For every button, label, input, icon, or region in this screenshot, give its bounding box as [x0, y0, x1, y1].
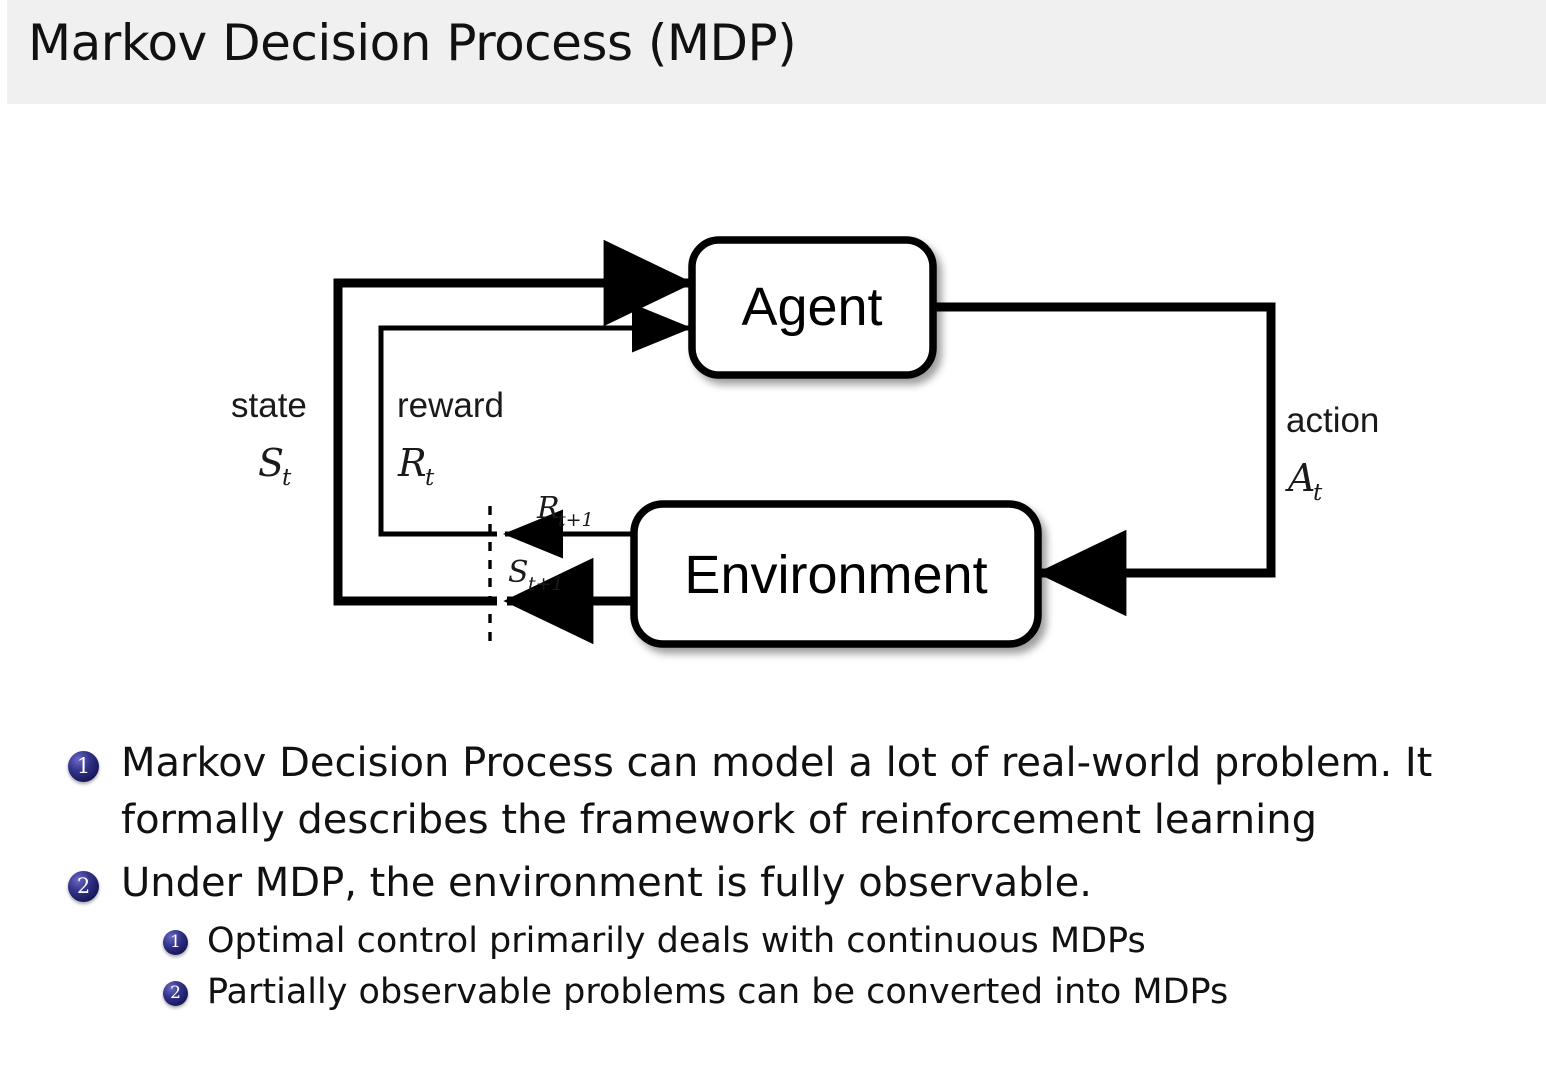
bullet-1-text: Markov Decision Process can model a lot …: [121, 735, 1432, 849]
action-subscript-label: t: [1313, 480, 1323, 506]
sub-bullet-marker-1-icon: 1: [163, 930, 188, 956]
next-reward-symbol-label: R: [536, 491, 560, 526]
bullet-1-line-1: Markov Decision Process can model a lot …: [121, 740, 1433, 786]
sub-bullet-1-text: Optimal control primarily deals with con…: [207, 921, 1146, 962]
bullet-marker-2-icon: 2: [68, 870, 99, 902]
next-state-label-group: S t+1: [508, 555, 564, 595]
list-item: 2 Under MDP, the environment is fully ob…: [68, 855, 1546, 912]
page-title: Markov Decision Process (MDP): [28, 14, 797, 72]
list-item: 1 Markov Decision Process can model a lo…: [68, 735, 1546, 849]
sub-bullet-2-text: Partially observable problems can be con…: [207, 972, 1229, 1013]
state-rail-line: [333, 239, 694, 606]
bullet-2-text: Under MDP, the environment is fully obse…: [121, 859, 1092, 906]
list-item: 2 Partially observable problems can be c…: [163, 968, 1546, 1017]
reward-rail-line: [378, 303, 692, 537]
next-reward-label-group: R t+1: [536, 491, 594, 531]
agent-box: [688, 236, 937, 379]
state-subscript-label: t: [282, 465, 292, 491]
action-label-group: action A t: [1285, 401, 1379, 506]
environment-label: Environment: [684, 545, 987, 605]
reward-label-group: reward R t: [397, 386, 504, 491]
action-word-label: action: [1286, 401, 1379, 440]
mdp-agent-environment-diagram: Agent Environment state S t reward R t a…: [0, 110, 1546, 690]
next-state-subscript-label: t+1: [528, 573, 564, 595]
next-state-symbol-label: S: [508, 555, 529, 590]
agent-label: Agent: [741, 277, 882, 337]
list-item: 1 Optimal control primarily deals with c…: [163, 917, 1546, 966]
reward-feedback-path: [378, 303, 692, 537]
agent-node: Agent: [688, 236, 937, 379]
reward-subscript-label: t: [425, 465, 435, 491]
environment-node: Environment: [630, 500, 1042, 648]
bullet-1-line-2: formally describes the framework of rein…: [121, 796, 1317, 843]
action-path: [933, 302, 1276, 617]
state-word-label: state: [231, 386, 307, 425]
sub-bullet-marker-2-icon: 2: [163, 981, 188, 1007]
state-feedback-path: [333, 239, 694, 606]
reward-symbol-label: R: [397, 441, 427, 485]
action-rail-line: [933, 302, 1276, 617]
environment-box: [630, 500, 1042, 648]
state-symbol-label: S: [258, 441, 284, 485]
next-reward-subscript-label: t+1: [558, 509, 594, 531]
bullet-marker-1-icon: 1: [68, 751, 99, 782]
slide-header-bar: Markov Decision Process (MDP): [0, 0, 1546, 104]
action-symbol-label: A: [1285, 456, 1315, 500]
reward-word-label: reward: [397, 386, 504, 425]
state-label-group: state S t: [231, 386, 307, 491]
bullet-list: 1 Markov Decision Process can model a lo…: [0, 735, 1546, 1019]
